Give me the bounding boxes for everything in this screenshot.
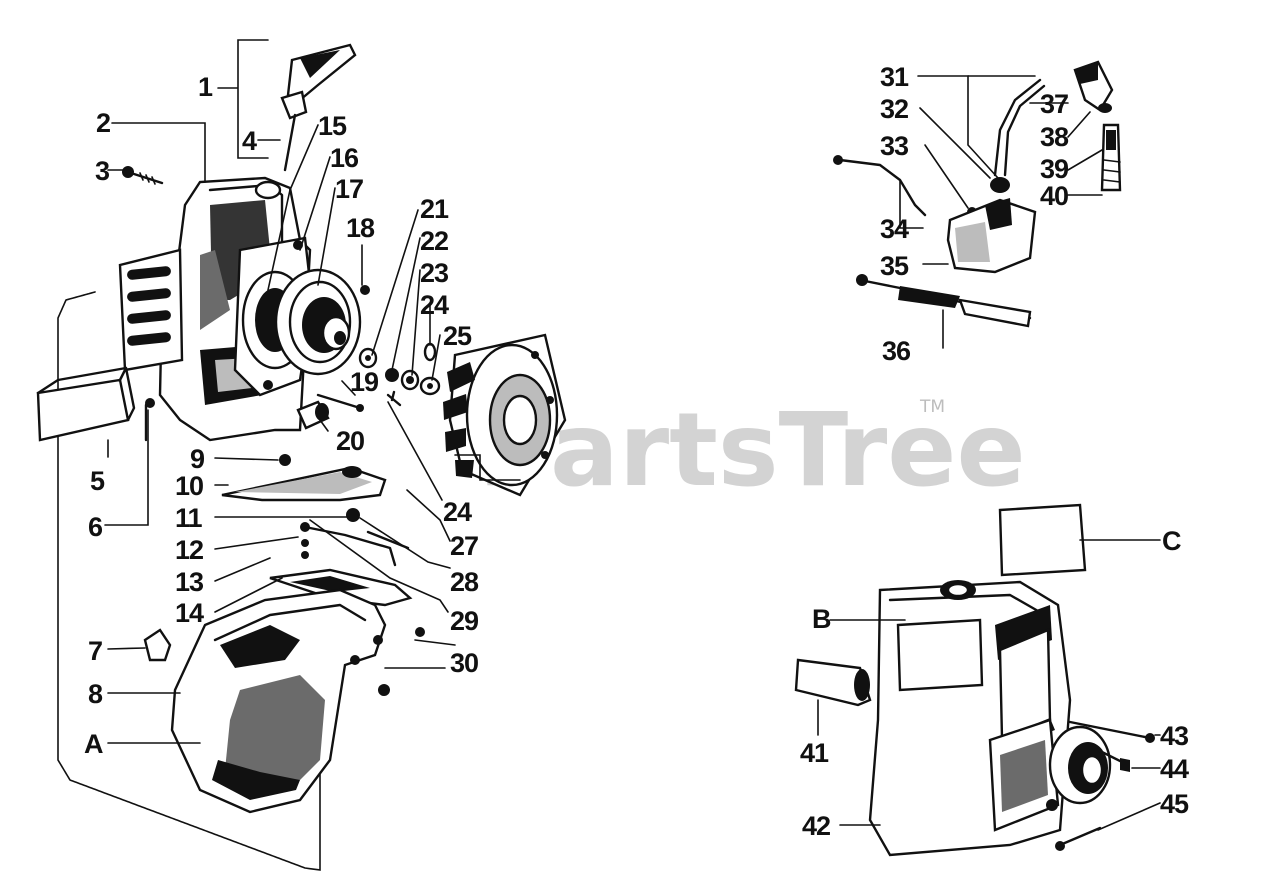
ignition-assembly <box>833 60 1122 328</box>
callout-32: 32 <box>880 94 908 124</box>
callout-15: 15 <box>318 111 347 141</box>
starter-handle <box>280 43 357 172</box>
callout-38: 38 <box>1040 122 1069 152</box>
starter-pulley <box>241 268 362 376</box>
callout-8: 8 <box>88 679 103 709</box>
watermark-trademark: TM <box>919 397 945 417</box>
callout-43: 43 <box>1160 721 1189 751</box>
callout-34: 34 <box>880 214 909 244</box>
callout-45: 45 <box>1160 789 1189 819</box>
callout-13: 13 <box>175 567 204 597</box>
callout-21: 21 <box>420 194 449 224</box>
flywheel <box>443 333 567 497</box>
callout-1: 1 <box>198 72 213 102</box>
callout-35: 35 <box>880 251 909 281</box>
callout-11: 11 <box>175 503 203 533</box>
callout-36: 36 <box>882 336 911 366</box>
callout-41: 41 <box>800 738 829 768</box>
fuel-tank-assembly <box>794 503 1155 857</box>
callout-7: 7 <box>88 636 102 666</box>
callout-14: 14 <box>175 598 204 628</box>
leader-lines <box>104 39 1161 831</box>
throttle-linkage <box>221 454 413 607</box>
spacer-20 <box>296 285 370 430</box>
air-filter <box>36 366 155 442</box>
callout-20: 20 <box>336 426 364 456</box>
callout-24-flywheel: 24 <box>443 497 472 527</box>
callout-44: 44 <box>1160 754 1189 784</box>
callout-A: A <box>84 729 103 759</box>
callout-19: 19 <box>350 367 379 397</box>
callout-27: 27 <box>450 531 478 561</box>
callout-37: 37 <box>1040 89 1068 119</box>
callout-6: 6 <box>88 512 103 542</box>
callout-4: 4 <box>242 126 257 156</box>
callout-29: 29 <box>450 606 479 636</box>
callout-24: 24 <box>420 290 449 320</box>
callout-C: C <box>1162 526 1181 556</box>
callout-33: 33 <box>880 131 909 161</box>
callout-10: 10 <box>175 471 203 501</box>
callout-18: 18 <box>346 213 375 243</box>
callout-12: 12 <box>175 535 203 565</box>
callout-23: 23 <box>420 258 449 288</box>
callout-30: 30 <box>450 648 478 678</box>
callout-17: 17 <box>335 174 363 204</box>
callout-16: 16 <box>330 143 359 173</box>
callout-B: B <box>812 604 831 634</box>
lower-shroud <box>143 588 425 814</box>
callout-5: 5 <box>90 466 105 496</box>
callout-9: 9 <box>190 444 205 474</box>
bolt-3 <box>122 166 164 185</box>
callout-25: 25 <box>443 321 472 351</box>
callout-3: 3 <box>95 156 110 186</box>
callout-28: 28 <box>450 567 479 597</box>
watermark-brand: PartsTree <box>478 391 1026 510</box>
callout-2: 2 <box>96 108 110 138</box>
callout-31: 31 <box>880 62 909 92</box>
callout-40: 40 <box>1040 181 1068 211</box>
callout-labels: 1 2 3 4 5 6 7 8 9 10 11 12 13 14 15 16 1… <box>84 62 1190 841</box>
callout-39: 39 <box>1040 154 1069 184</box>
callout-22: 22 <box>420 226 448 256</box>
callout-42: 42 <box>802 811 830 841</box>
